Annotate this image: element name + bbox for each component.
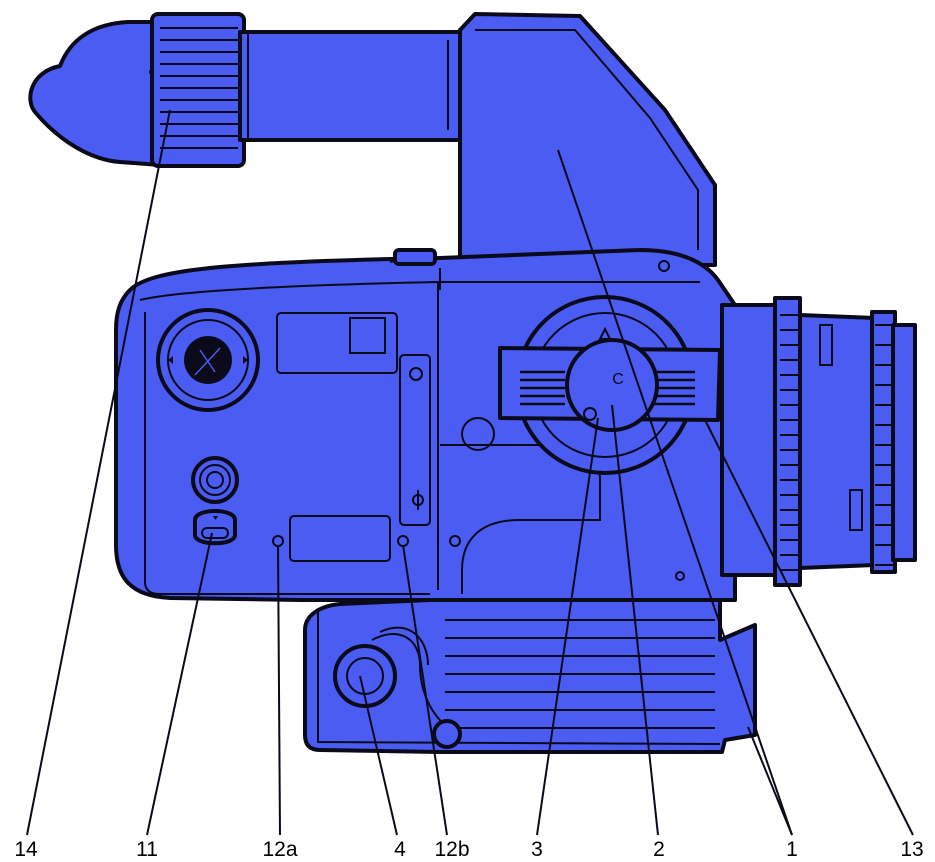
callout-11: 11 [136, 838, 158, 861]
callout-12b: 12b [434, 838, 469, 861]
cable-release-socket [432, 719, 462, 749]
lens [720, 296, 917, 587]
callout-12a: 12a [262, 838, 297, 861]
leader-lines [26, 109, 914, 836]
callout-13: 13 [900, 838, 923, 861]
crank-index-triangle [598, 326, 612, 340]
film-plane-symbol-icon [412, 490, 424, 510]
film-winding-knob [156, 308, 260, 412]
aperture-ring-knurl [875, 324, 893, 566]
crank-assembly: C [498, 295, 722, 475]
magazine-panels [276, 312, 431, 562]
callout-3: 3 [531, 838, 543, 861]
callout-4: 4 [394, 838, 406, 861]
body-screws [272, 260, 685, 581]
grip-ridges [445, 619, 715, 729]
frame-counter-dial [191, 456, 239, 504]
callout-2: 2 [653, 838, 665, 861]
callout-1: 1 [786, 838, 798, 861]
diopter-ring [160, 27, 238, 149]
release-button [333, 644, 397, 708]
magazine-slide-key [193, 509, 237, 546]
front-button [461, 417, 495, 451]
crank-mark-c: C [612, 371, 624, 388]
viewfinder-eyepiece [28, 12, 467, 168]
callout-14: 14 [14, 838, 38, 861]
focus-ring-knurl [780, 314, 798, 571]
callout-labels: 14 11 12a 4 12b 3 2 1 13 [14, 838, 923, 861]
prism-finder [458, 12, 717, 267]
